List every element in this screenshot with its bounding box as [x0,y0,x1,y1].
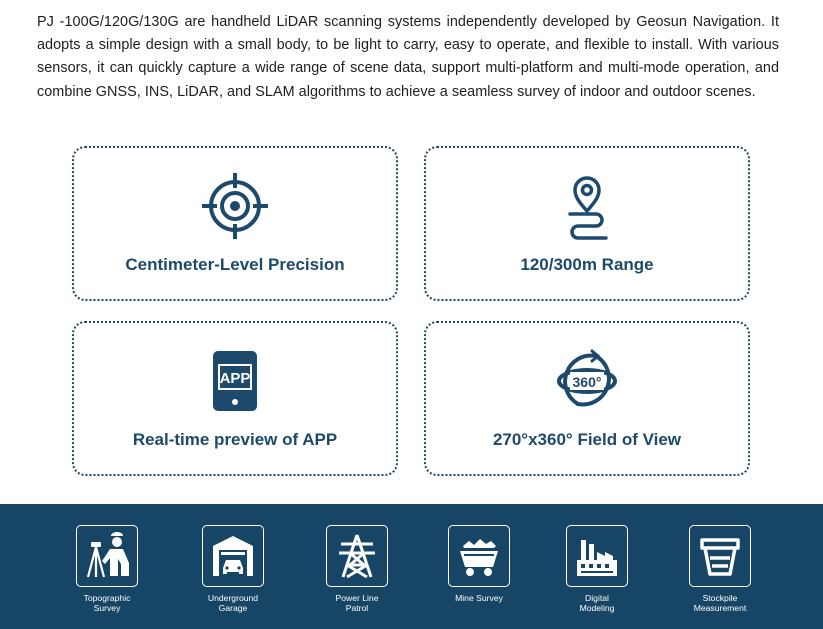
feature-card-precision: Centimeter-Level Precision [72,146,398,301]
feature-label: 120/300m Range [520,255,654,274]
feature-card-app-preview: APP Real-time preview of APP [72,321,398,476]
application-mine-survey: Mine Survey [434,525,524,604]
feature-label: Centimeter-Level Precision [125,255,345,274]
app-tablet-icon: APP [195,345,275,417]
fov-badge: 360° [573,374,602,390]
power-tower-icon [326,525,388,587]
crosshair-target-icon [195,170,275,242]
product-description: PJ -100G/120G/130G are handheld LiDAR sc… [37,14,779,100]
stockpile-bin-icon [689,525,751,587]
application-label: Mine Survey [455,593,503,603]
feature-card-field-of-view: 360° 270°x360° Field of View [424,321,750,476]
feature-card-range: 120/300m Range [424,146,750,301]
app-badge: APP [220,370,251,387]
factory-icon [566,525,628,587]
garage-icon [202,525,264,587]
mine-cart-icon [448,525,510,587]
rotate-360-icon: 360° [547,345,627,417]
feature-label: 270°x360° Field of View [492,430,682,449]
feature-label: Real-time preview of APP [132,430,338,449]
surveyor-icon [76,525,138,587]
location-route-icon [547,170,627,242]
